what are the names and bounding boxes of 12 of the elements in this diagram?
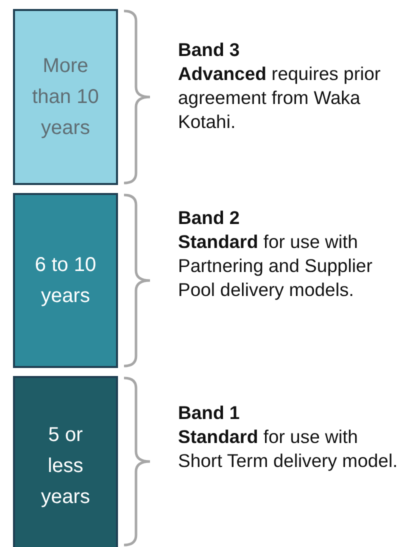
band-box — [13, 193, 118, 368]
band-box — [13, 376, 118, 547]
band-heading: Band 1 — [178, 401, 241, 425]
band-heading: Band 2 — [178, 206, 241, 230]
band-description: Standard for use with Short Term delivery model. — [178, 425, 398, 473]
duration-text: 6 to 10 years — [34, 252, 98, 308]
duration-text: More than 10 years — [31, 54, 100, 140]
band-heading: Band 3 — [178, 38, 241, 62]
band-description: Advanced requires prior agreement from Waka Kotahi. — [178, 62, 382, 134]
band-box — [13, 9, 118, 185]
duration-text: 5 or less years — [40, 422, 91, 510]
band-description: Standard for use with Partnering and Supplier Pool delivery models. — [178, 230, 374, 302]
